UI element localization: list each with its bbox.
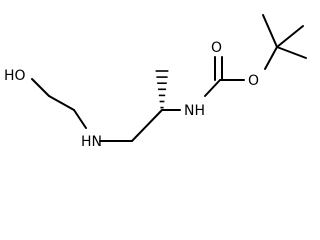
- bond-tbu-me2: [276, 25, 304, 48]
- bond-c3-c4: [131, 109, 163, 142]
- bond-tbu-me3: [276, 46, 307, 59]
- hydroxyl-label: HO: [4, 68, 26, 84]
- bond-o-c1: [31, 78, 50, 97]
- bond-c1-c2: [48, 95, 75, 111]
- bond-nh-carbonyl: [204, 79, 221, 97]
- carbamate-nh-label: NH: [184, 103, 205, 119]
- molecule-structure: HO HN NH O O: [4, 14, 307, 150]
- amine-label: HN: [81, 134, 102, 150]
- bond-o-tbu: [264, 46, 278, 70]
- bond-tbu-me1: [262, 14, 278, 48]
- stereo-hashed-wedge: [155, 70, 169, 109]
- ester-oxygen-label: O: [248, 73, 259, 89]
- carbonyl-oxygen-label: O: [211, 40, 222, 56]
- bond-c2-n: [73, 109, 87, 129]
